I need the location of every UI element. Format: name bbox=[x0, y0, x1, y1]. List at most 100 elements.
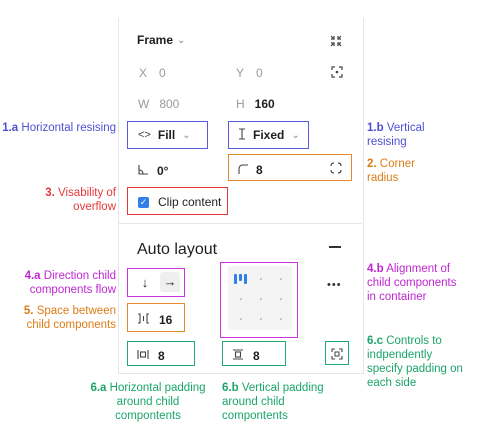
vertical-padding-highlight bbox=[222, 341, 286, 366]
x-value: 0 bbox=[159, 66, 166, 80]
section-divider bbox=[118, 223, 362, 224]
align-dot bbox=[240, 318, 242, 320]
alignment-highlight bbox=[220, 262, 298, 338]
annotation-number: 1.b bbox=[367, 122, 384, 134]
vertical-padding-field[interactable]: 8 bbox=[232, 347, 260, 365]
annotation-3: 3. Visability of overflow bbox=[20, 186, 116, 214]
h-value: 160 bbox=[254, 97, 275, 111]
vertical-padding-icon bbox=[232, 347, 244, 365]
clip-content-label: Clip content bbox=[158, 195, 222, 209]
chevron-down-icon: ⌄ bbox=[182, 129, 191, 141]
horizontal-resize-icon: <> bbox=[138, 128, 151, 141]
independent-padding-icon[interactable] bbox=[331, 347, 343, 365]
annotation-number: 6.c bbox=[367, 335, 383, 347]
horizontal-padding-highlight bbox=[127, 341, 195, 366]
align-dot bbox=[280, 298, 282, 300]
width-field[interactable]: W 800 bbox=[138, 97, 179, 111]
annotation-text: Vertical resising bbox=[367, 122, 425, 148]
annotation-number: 4.b bbox=[367, 263, 384, 275]
annotation-1b: 1.b Vertical resising bbox=[367, 121, 459, 149]
corner-radius-icon bbox=[238, 161, 248, 179]
h-label: H bbox=[236, 97, 245, 111]
vertical-resizing-select[interactable]: Fixed ⌄ bbox=[238, 128, 300, 142]
independent-padding-highlight bbox=[325, 341, 349, 365]
annotation-number: 5. bbox=[23, 305, 34, 317]
horizontal-direction-button[interactable]: → bbox=[160, 272, 180, 292]
annotation-6c: 6.c Controls to indpendently specify pad… bbox=[367, 334, 471, 390]
align-dot bbox=[260, 278, 262, 280]
alignment-grid[interactable] bbox=[228, 266, 292, 330]
horizontal-resizing-highlight bbox=[127, 121, 208, 149]
annotation-number: 1.a bbox=[2, 122, 19, 134]
annotation-text: Vertical padding around child compontent… bbox=[222, 382, 324, 422]
annotation-6a: 6.a Horizontal padding around child comp… bbox=[88, 381, 208, 423]
chevron-down-icon: ⌄ bbox=[177, 34, 186, 46]
annotation-text: Visability of overflow bbox=[58, 187, 116, 213]
annotation-4a: 4.a Direction child components flow bbox=[0, 269, 116, 297]
clip-content-toggle[interactable]: ✓ Clip content bbox=[138, 195, 221, 209]
spacing-field[interactable]: 16 bbox=[137, 311, 172, 329]
annotation-text: Space between child components bbox=[26, 305, 117, 331]
direction-highlight bbox=[127, 268, 185, 297]
annotation-number: 4.a bbox=[24, 270, 41, 282]
more-options-icon[interactable]: ••• bbox=[327, 279, 342, 291]
align-bar-3 bbox=[244, 274, 247, 284]
annotation-text: Alignment of child components in contain… bbox=[367, 263, 457, 303]
clip-content-highlight bbox=[127, 187, 228, 215]
chevron-down-icon: ⌄ bbox=[291, 129, 300, 141]
spacing-highlight bbox=[127, 303, 185, 332]
spacing-value: 16 bbox=[159, 313, 173, 327]
horizontal-resizing-value: Fill bbox=[157, 128, 176, 142]
y-value: 0 bbox=[256, 66, 263, 80]
corner-radius-field[interactable]: 8 bbox=[238, 161, 263, 179]
horizontal-resizing-select[interactable]: <> Fill ⌄ bbox=[138, 128, 191, 142]
annotation-6b: 6.b Vertical padding around child compon… bbox=[222, 381, 342, 423]
annotation-text: Direction child components flow bbox=[29, 270, 116, 296]
corner-radius-value: 8 bbox=[256, 163, 263, 177]
constraints-icon[interactable] bbox=[331, 65, 343, 83]
align-dot bbox=[280, 278, 282, 280]
annotation-text: Horizontal padding around child componte… bbox=[109, 382, 206, 422]
align-dot bbox=[240, 298, 242, 300]
checkbox-checked-icon[interactable]: ✓ bbox=[138, 196, 149, 208]
w-value: 800 bbox=[159, 97, 180, 111]
rotation-value: 0° bbox=[157, 164, 169, 178]
annotation-text: Controls to indpendently specify padding… bbox=[367, 335, 463, 389]
vertical-resize-icon bbox=[238, 128, 246, 142]
rotation-field[interactable]: 0° bbox=[138, 162, 168, 180]
corner-radius-highlight bbox=[228, 154, 352, 181]
rotation-icon bbox=[138, 162, 149, 180]
annotation-1a: 1.a Horizontal resising bbox=[0, 121, 116, 135]
vertical-padding-value: 8 bbox=[253, 349, 260, 363]
spacing-between-icon bbox=[137, 311, 150, 329]
horizontal-padding-value: 8 bbox=[158, 349, 165, 363]
align-dot bbox=[260, 318, 262, 320]
height-field[interactable]: H 160 bbox=[236, 97, 275, 111]
w-label: W bbox=[138, 97, 150, 111]
horizontal-padding-field[interactable]: 8 bbox=[137, 347, 165, 365]
annotation-number: 6.b bbox=[222, 382, 239, 394]
align-dot bbox=[280, 318, 282, 320]
vertical-resizing-highlight bbox=[228, 121, 309, 149]
annotation-number: 2. bbox=[367, 158, 377, 170]
annotation-text: Horizontal resising bbox=[21, 122, 116, 134]
x-field[interactable]: X 0 bbox=[139, 66, 166, 80]
align-dot bbox=[260, 298, 262, 300]
vertical-direction-button[interactable]: ↓ bbox=[141, 275, 149, 290]
remove-auto-layout-icon[interactable] bbox=[329, 246, 341, 248]
independent-corners-icon[interactable] bbox=[330, 161, 342, 179]
annotation-text: Corner radius bbox=[367, 158, 415, 184]
align-bar-1 bbox=[234, 274, 237, 284]
annotation-4b: 4.b Alignment of child components in con… bbox=[367, 262, 467, 304]
collapse-arrows-icon[interactable] bbox=[330, 34, 342, 52]
frame-title: Frame bbox=[137, 33, 174, 47]
y-label: Y bbox=[236, 66, 245, 80]
annotation-2: 2. Corner radius bbox=[367, 157, 439, 185]
x-label: X bbox=[139, 66, 148, 80]
horizontal-padding-icon bbox=[137, 347, 149, 365]
annotation-number: 6.a bbox=[90, 382, 107, 394]
frame-header[interactable]: Frame ⌄ bbox=[137, 33, 185, 47]
annotation-5: 5. Space between child components bbox=[0, 304, 116, 332]
y-field[interactable]: Y 0 bbox=[236, 66, 263, 80]
vertical-resizing-value: Fixed bbox=[253, 128, 285, 142]
